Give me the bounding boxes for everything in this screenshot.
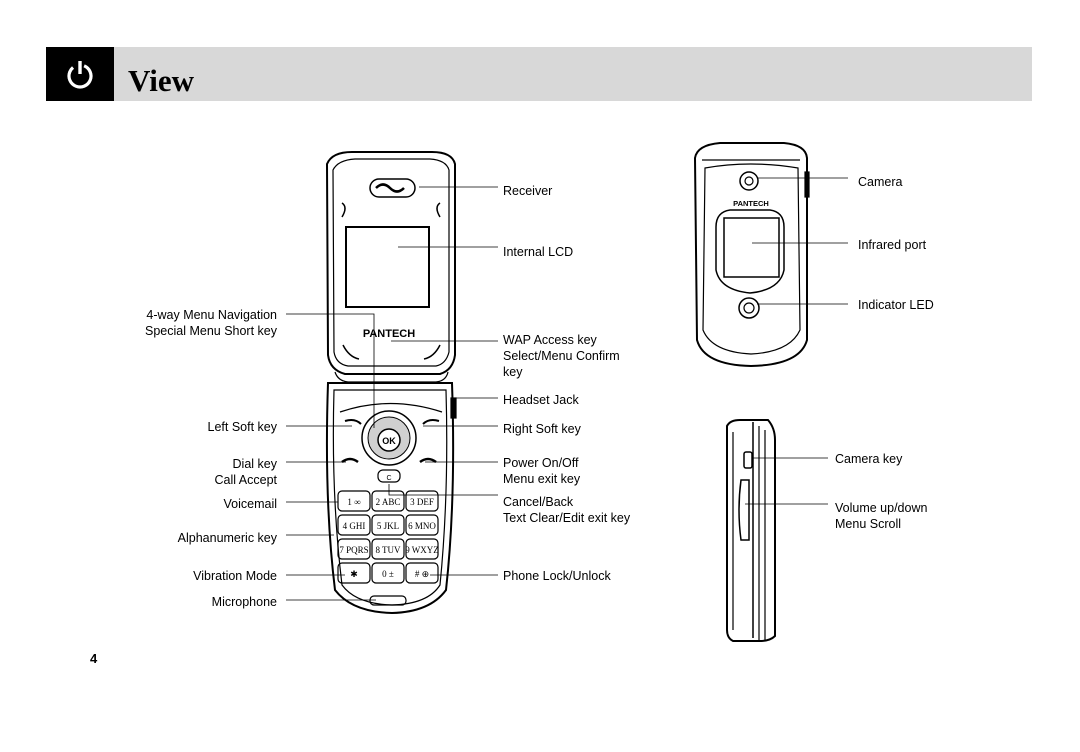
keypad-key: [405, 490, 439, 512]
label-internal-lcd: Internal LCD: [503, 245, 574, 259]
keypad-key: [371, 514, 405, 536]
open-phone-front-illustration: [325, 151, 457, 615]
label-text-clear: Text Clear/Edit exit key: [503, 511, 631, 525]
label-alphanumeric: Alphanumeric key: [177, 531, 277, 545]
keypad-key: [337, 562, 371, 584]
keypad-key-label: 9 WXYZ: [405, 545, 439, 555]
back-brand-logo: PANTECH: [733, 199, 769, 208]
label-camera: Camera: [858, 175, 903, 189]
label-power: Power On/Off: [503, 456, 579, 470]
page-number: 4: [90, 651, 98, 666]
label-4way-nav: 4-way Menu Navigation: [146, 308, 277, 322]
front-brand-logo: PANTECH: [363, 328, 415, 340]
keypad-key: [405, 562, 439, 584]
label-left-soft-key: Left Soft key: [207, 420, 277, 434]
label-camera-key: Camera key: [835, 452, 903, 466]
label-microphone: Microphone: [211, 595, 277, 609]
keypad-key-label: ✱: [350, 569, 358, 579]
keypad-key: [405, 538, 439, 560]
keypad-key-label: 6 MNO: [408, 521, 436, 531]
keypad-key-label: 5 JKL: [377, 521, 399, 531]
label-right-soft-key: Right Soft key: [503, 422, 581, 436]
label-wap-access: WAP Access key: [503, 333, 597, 347]
power-icon-box: [46, 47, 114, 101]
keypad-key-label: 3 DEF: [410, 497, 434, 507]
keypad-key: [337, 514, 371, 536]
label-receiver: Receiver: [503, 184, 553, 198]
label-infrared: Infrared port: [858, 238, 927, 252]
label-phone-lock: Phone Lock/Unlock: [503, 569, 611, 583]
keypad-key-label: 8 TUV: [375, 545, 401, 555]
keypad-key: [337, 490, 371, 512]
callout-lines: [286, 177, 848, 601]
label-special-menu: Special Menu Short key: [144, 324, 277, 338]
clear-key-label: C: [386, 475, 391, 482]
label-dial-key: Dial key: [232, 457, 277, 471]
section-title: View: [128, 63, 194, 98]
phone-side-view-illustration: [726, 419, 776, 642]
label-key: key: [503, 365, 523, 379]
keypad-key-label: # ⊕: [415, 569, 429, 579]
label-volume: Volume up/down: [835, 501, 928, 515]
ok-key-label: OK: [382, 436, 396, 446]
keypad-key: [371, 562, 405, 584]
label-select-menu: Select/Menu Confirm: [503, 349, 620, 363]
keypad-key: [337, 538, 371, 560]
label-cancel-back: Cancel/Back: [503, 495, 574, 509]
closed-phone-front-illustration: [693, 142, 810, 368]
keypad-key-label: 0 ±: [382, 569, 394, 579]
keypad-key: [405, 514, 439, 536]
keypad-key: [371, 490, 405, 512]
power-icon: [67, 61, 93, 89]
label-indicator-led: Indicator LED: [858, 298, 934, 312]
label-menu-exit: Menu exit key: [503, 472, 581, 486]
keypad: 1 ∞ 2 ABC 3 DEF 4 GHI 5 JKL 6 MNO 7 PQRS 8 TUV 9…: [337, 490, 439, 584]
label-menu-scroll: Menu Scroll: [835, 517, 901, 531]
label-headset-jack: Headset Jack: [503, 393, 579, 407]
keypad-key: [371, 538, 405, 560]
keypad-key-label: 4 GHI: [343, 521, 366, 531]
keypad-key-label: 1 ∞: [347, 497, 360, 507]
keypad-key-label: 7 PQRS: [339, 545, 368, 555]
section-header-bar: [46, 47, 1032, 101]
keypad-key-label: 2 ABC: [376, 497, 401, 507]
label-voicemail: Voicemail: [223, 497, 278, 511]
label-call-accept: Call Accept: [214, 473, 277, 487]
label-vibration-mode: Vibration Mode: [193, 569, 277, 583]
